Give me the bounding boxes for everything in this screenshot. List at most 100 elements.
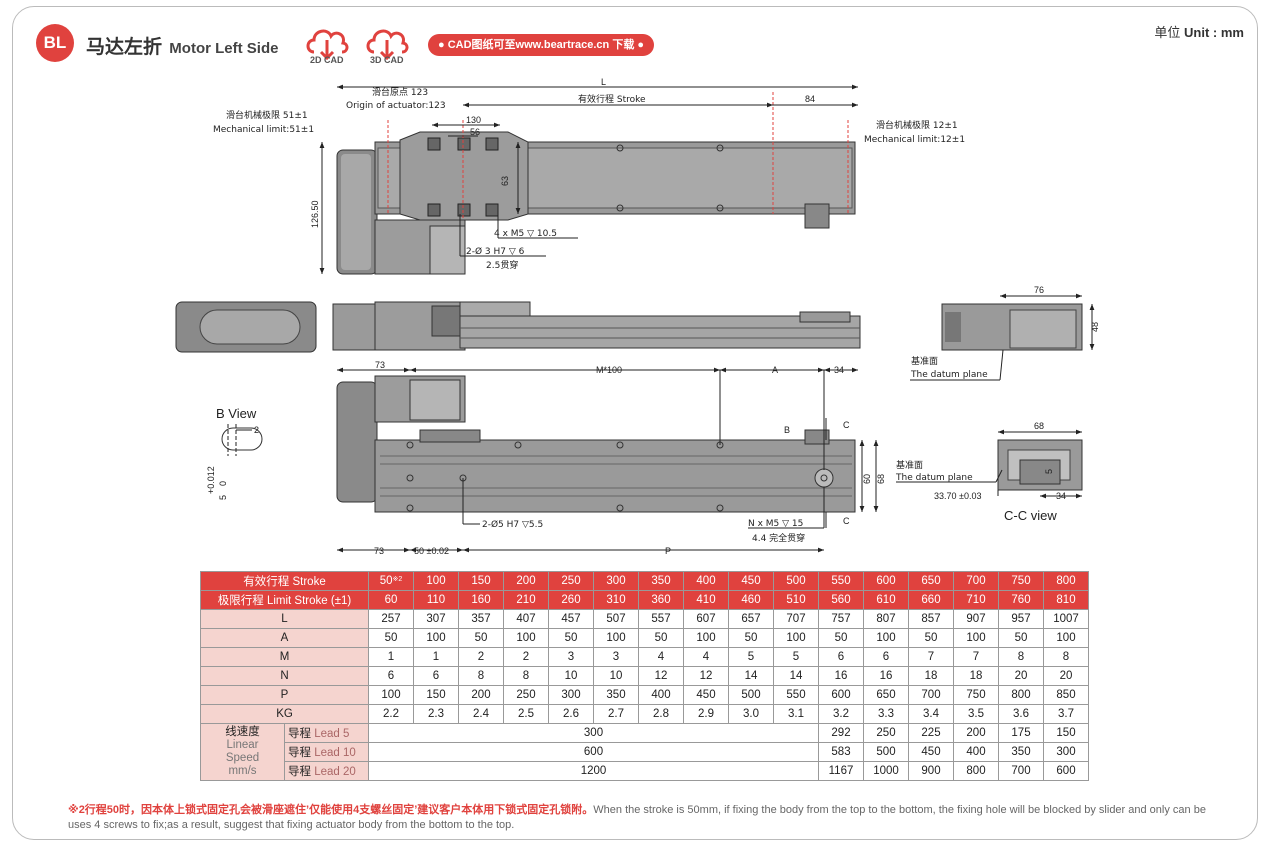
- cloud-download-icon[interactable]: [302, 18, 352, 68]
- table-cell: 12: [683, 666, 729, 686]
- table-cell: 6: [863, 647, 909, 667]
- table-cell: 400: [953, 742, 999, 762]
- table-cell: 2.8: [638, 704, 684, 724]
- table-cell: 307: [413, 609, 459, 629]
- stroke-cell: 400: [683, 571, 729, 591]
- motor-flange: [429, 225, 466, 275]
- mech-left-en: Mechanical limit:51±1: [213, 125, 314, 135]
- table-cell: 3.7: [1043, 704, 1089, 724]
- slider: [399, 131, 529, 221]
- dim-76: 76: [1034, 285, 1044, 295]
- table-cell: 3: [593, 647, 639, 667]
- table-cell: 557: [638, 609, 684, 629]
- dim-m100: M*100: [596, 365, 622, 375]
- table-cell: 300: [548, 685, 594, 705]
- datum-cn-2: 基准面: [896, 459, 923, 471]
- table-cell: 20: [998, 666, 1044, 686]
- table-cell: 16: [818, 666, 864, 686]
- limit-cell: 160: [458, 590, 504, 610]
- table-cell: 8: [998, 647, 1044, 667]
- cad-download-link[interactable]: ● CAD图纸可至www.beartrace.cn 下载 ●: [428, 34, 655, 56]
- b-view: [221, 424, 263, 456]
- limit-cell: 260: [548, 590, 594, 610]
- hole-pin2: 2-Ø5 H7 ▽5.5: [482, 519, 543, 530]
- table-cell: 500: [863, 742, 909, 762]
- table-cell: 200: [953, 723, 999, 743]
- limit-cell: 710: [953, 590, 999, 610]
- table-cell: 807: [863, 609, 909, 629]
- page-title: 马达左折 Motor Left Side: [86, 32, 278, 59]
- dim-68h: 68: [1034, 421, 1044, 431]
- table-cell: 3.3: [863, 704, 909, 724]
- datum-cn-1: 基准面: [911, 355, 938, 367]
- table-cell: 18: [908, 666, 954, 686]
- dim-60: 60: [862, 474, 872, 484]
- table-cell: 600: [818, 685, 864, 705]
- table-cell: 200: [458, 685, 504, 705]
- table-cell: 700: [998, 761, 1044, 781]
- table-cell: 750: [953, 685, 999, 705]
- dim-33-70: 33.70 ±0.03: [934, 491, 981, 501]
- table-cell: 100: [683, 628, 729, 648]
- table-cell: 50: [638, 628, 684, 648]
- dim-48: 48: [1090, 322, 1100, 332]
- table-cell: 18: [953, 666, 999, 686]
- table-cell: 1: [368, 647, 414, 667]
- table-cell: 450: [908, 742, 954, 762]
- limit-cell: 460: [728, 590, 774, 610]
- motor-cover-inner: [341, 154, 371, 270]
- table-cell: 3.6: [998, 704, 1044, 724]
- mech-left-cn: 滑台机械极限 51±1: [226, 109, 308, 121]
- unit-cn: 单位: [1154, 25, 1181, 40]
- speed-shared-cell: 1200: [368, 761, 819, 781]
- unit-value: Unit : mm: [1184, 25, 1244, 40]
- table-cell: 357: [458, 609, 504, 629]
- table-cell: 175: [998, 723, 1044, 743]
- limit-cell: 810: [1043, 590, 1089, 610]
- table-cell: 50: [908, 628, 954, 648]
- dim-34a: 34: [834, 365, 844, 375]
- table-cell: 583: [818, 742, 864, 762]
- table-cell: 8: [503, 666, 549, 686]
- table-cell: 3.0: [728, 704, 774, 724]
- row-label: A: [200, 628, 369, 648]
- lead-label: 导程 Lead 5: [284, 723, 369, 743]
- table-cell: 225: [908, 723, 954, 743]
- hole-thru2: 4.4 完全贯穿: [752, 532, 805, 544]
- stroke-cell: 300: [593, 571, 639, 591]
- dim-63: 63: [500, 176, 510, 186]
- table-cell: 292: [818, 723, 864, 743]
- table-cell: 707: [773, 609, 819, 629]
- table-cell: 1: [413, 647, 459, 667]
- label-C1: C: [843, 420, 850, 430]
- table-cell: 457: [548, 609, 594, 629]
- stroke-cell: 50※2: [368, 571, 414, 591]
- unit-label: 单位 Unit : mm: [1154, 22, 1244, 41]
- table-cell: 757: [818, 609, 864, 629]
- table-cell: 257: [368, 609, 414, 629]
- limit-cell: 210: [503, 590, 549, 610]
- table-cell: 50: [998, 628, 1044, 648]
- table-cell: 700: [908, 685, 954, 705]
- table-cell: 850: [1043, 685, 1089, 705]
- table-cell: 407: [503, 609, 549, 629]
- dim-5: 5: [1044, 469, 1054, 474]
- dim-130: 130: [466, 115, 481, 125]
- stroke-cell: 550: [818, 571, 864, 591]
- stroke-cn: 有效行程 Stroke: [578, 93, 646, 105]
- table-cell: 100: [503, 628, 549, 648]
- table-cell: 8: [458, 666, 504, 686]
- table-cell: 10: [593, 666, 639, 686]
- label-C2: C: [843, 516, 850, 526]
- table-cell: 2: [503, 647, 549, 667]
- table-cell: 16: [863, 666, 909, 686]
- cloud-download-icon[interactable]: [362, 18, 412, 68]
- stroke-cell: 100: [413, 571, 459, 591]
- table-cell: 350: [593, 685, 639, 705]
- table-cell: 3.1: [773, 704, 819, 724]
- stroke-cell: 750: [998, 571, 1044, 591]
